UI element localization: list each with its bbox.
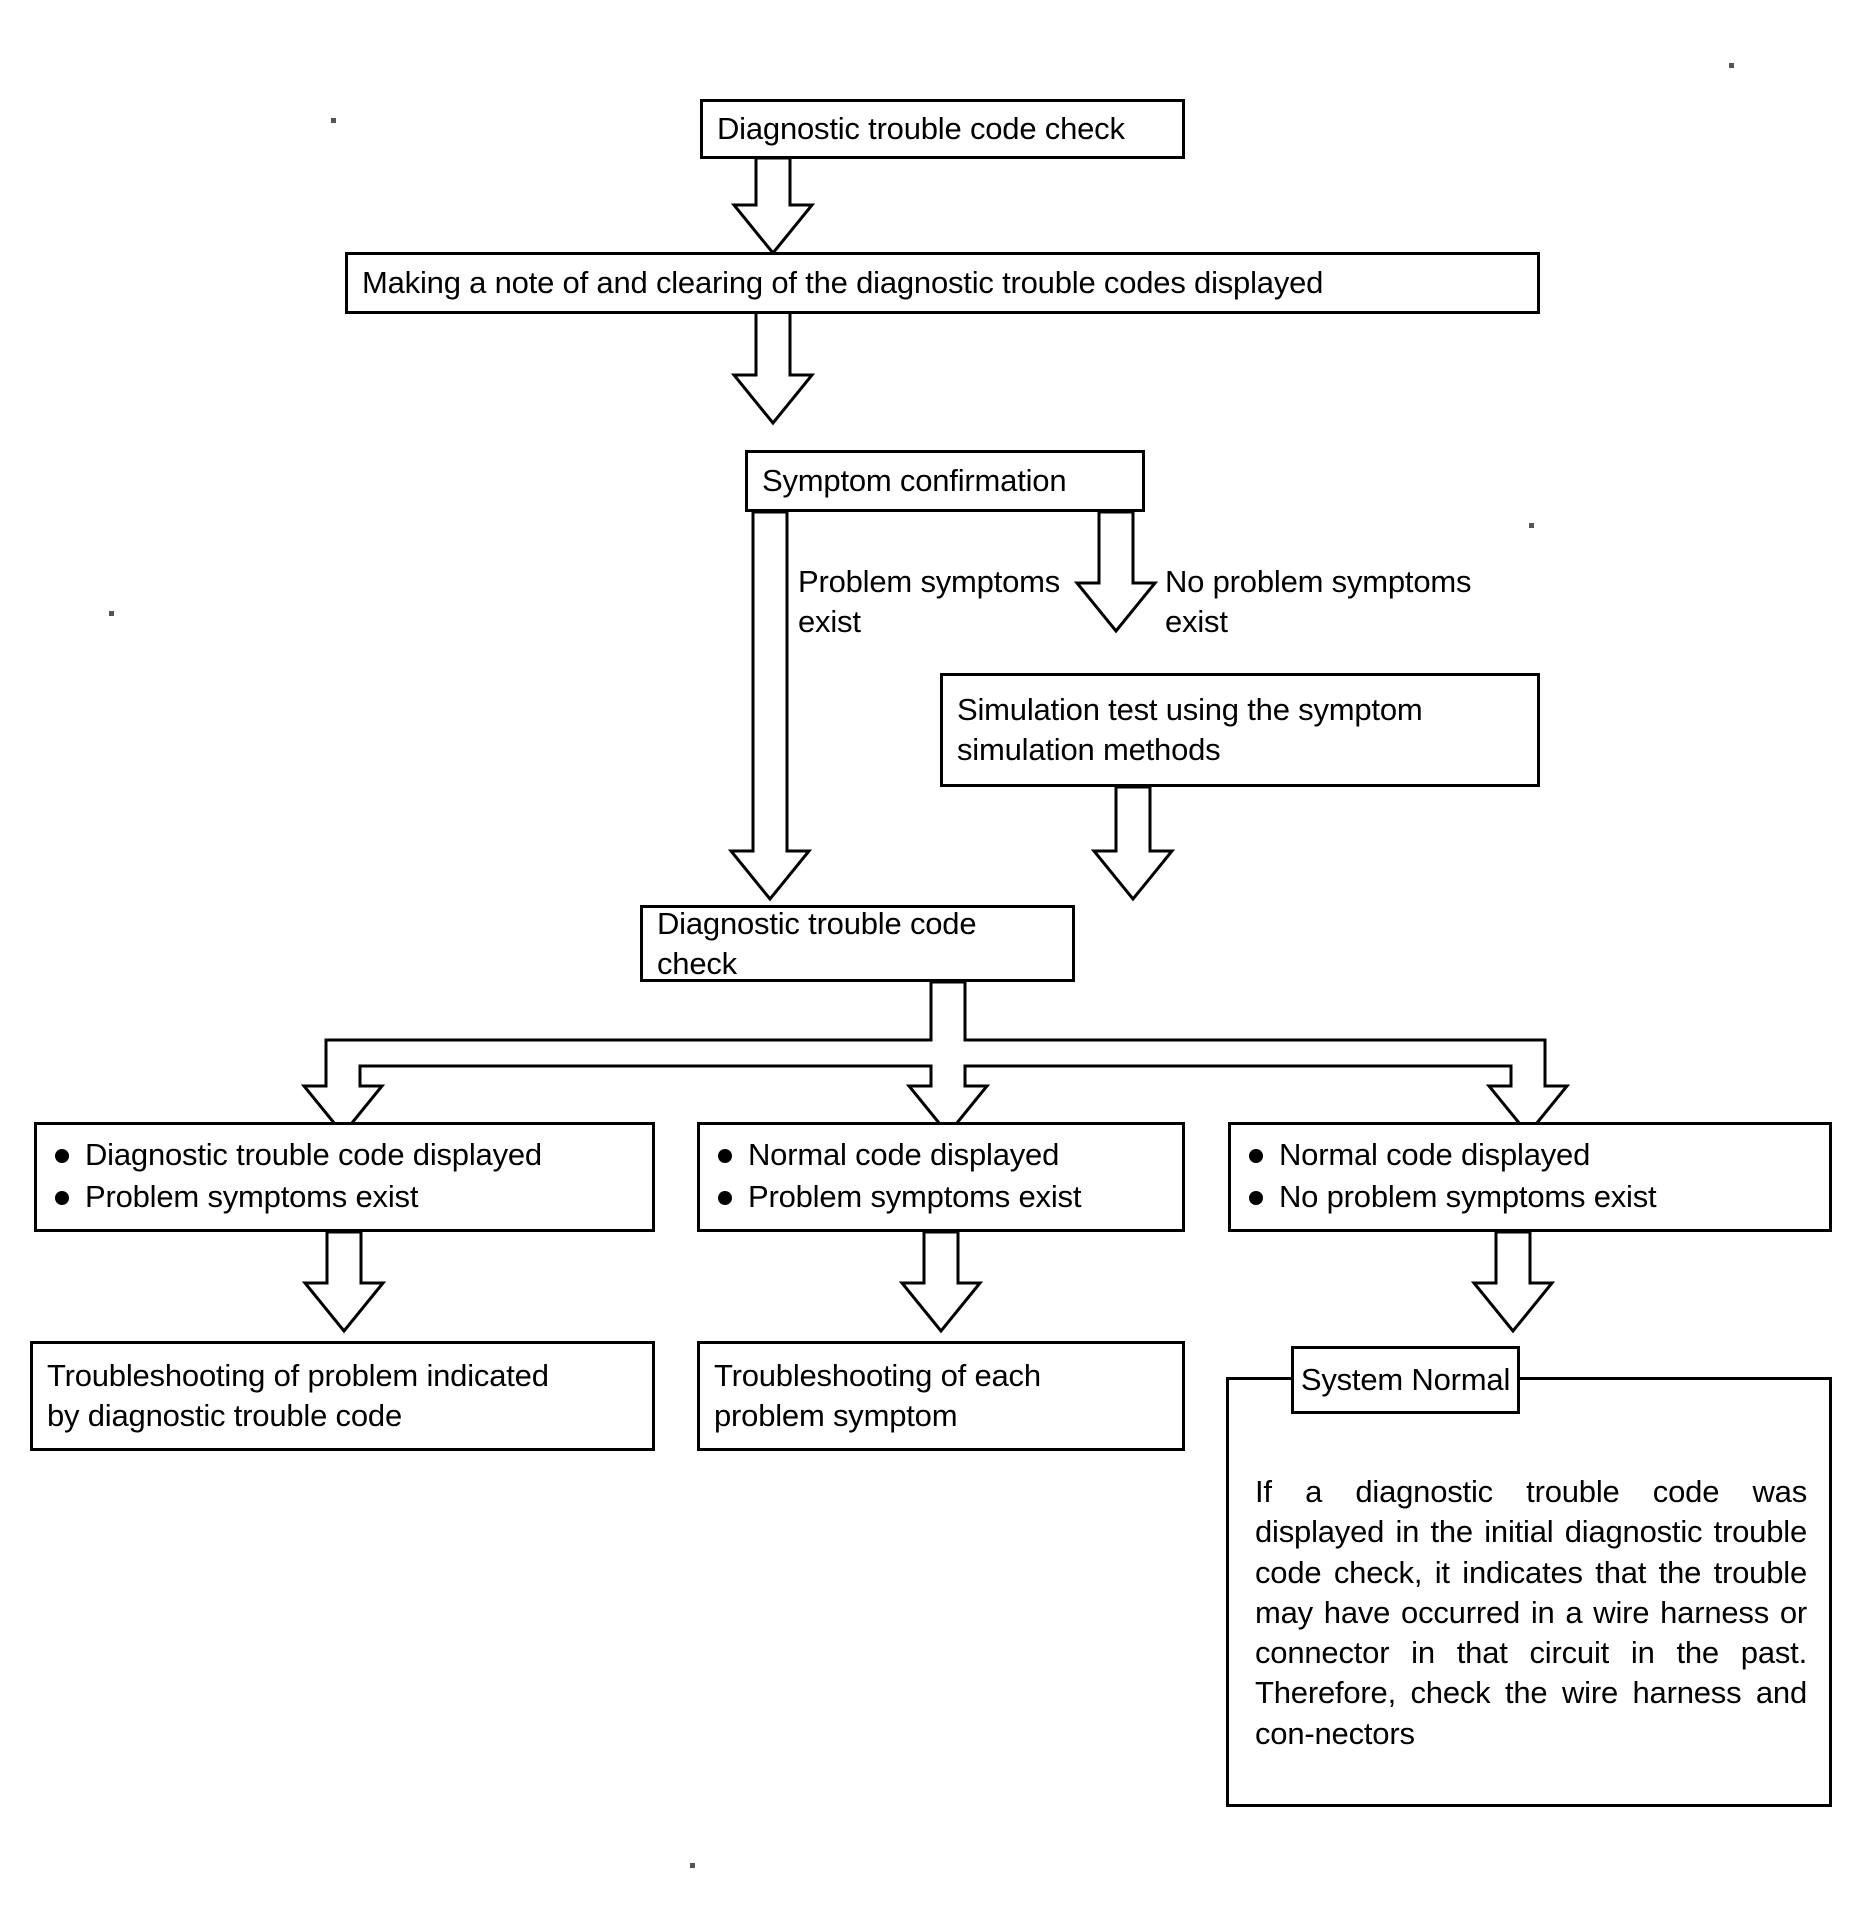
- node-action-left: Troubleshooting of problem indicated by …: [30, 1341, 655, 1451]
- node-recheck-codes-label: Diagnostic trouble code check: [657, 905, 977, 981]
- node-system-normal: If a diagnostic trouble code was display…: [1226, 1377, 1832, 1807]
- node-recheck-codes: Diagnostic trouble code check: [640, 905, 1075, 982]
- scan-speckle: [1529, 523, 1534, 528]
- node-start-label: Diagnostic trouble code check: [717, 111, 1125, 147]
- list-item: Problem symptoms exist: [51, 1177, 638, 1217]
- node-action-mid-line2: problem symptom: [714, 1398, 958, 1433]
- scan-speckle: [1729, 63, 1734, 68]
- node-system-normal-tab-label: System Normal: [1300, 1362, 1511, 1397]
- node-clear-codes: Making a note of and clearing of the dia…: [345, 252, 1540, 314]
- arrow-symptom-right-to-simulation: [1073, 510, 1159, 634]
- node-simulation-test-line2: simulation methods: [957, 732, 1221, 767]
- node-action-mid: Troubleshooting of each problem symptom: [697, 1341, 1185, 1451]
- arrow-simulation-to-recheck: [1090, 785, 1176, 902]
- list-item: Normal code displayed: [1245, 1135, 1815, 1175]
- node-action-left-line1: Troubleshooting of problem indicated: [47, 1358, 549, 1394]
- node-action-mid-line1: Troubleshooting of each: [714, 1358, 1041, 1394]
- list-item: Diagnostic trouble code displayed: [51, 1135, 638, 1175]
- node-system-normal-tab: System Normal: [1291, 1346, 1520, 1414]
- node-result-right-bullets: Normal code displayed No problem symptom…: [1231, 1135, 1829, 1218]
- arrow-result-left-to-action-left: [301, 1230, 387, 1334]
- edge-label-problem-symptoms-exist: Problem symptoms exist: [798, 564, 1061, 639]
- node-result-mid: Normal code displayed Problem symptoms e…: [697, 1122, 1185, 1232]
- node-result-mid-bullets: Normal code displayed Problem symptoms e…: [700, 1135, 1182, 1218]
- scan-speckle: [331, 118, 336, 123]
- list-item: Normal code displayed: [714, 1135, 1168, 1175]
- node-system-normal-body: If a diagnostic trouble code was display…: [1255, 1474, 1807, 1751]
- arrow-start-to-clear: [730, 156, 816, 256]
- node-result-left-bullets: Diagnostic trouble code displayed Proble…: [37, 1135, 652, 1218]
- list-item: Problem symptoms exist: [714, 1177, 1168, 1217]
- node-clear-codes-label: Making a note of and clearing of the dia…: [362, 265, 1324, 301]
- node-result-right: Normal code displayed No problem symptom…: [1228, 1122, 1832, 1232]
- arrow-result-right-to-system-normal: [1470, 1230, 1556, 1334]
- node-simulation-test-line1: Simulation test using the symptom: [957, 692, 1423, 728]
- node-symptom-confirmation-label: Symptom confirmation: [762, 463, 1067, 499]
- edge-label-no-problem-symptoms-exist: No problem symptoms exist: [1165, 564, 1472, 639]
- scan-speckle: [109, 611, 114, 616]
- node-start: Diagnostic trouble code check: [700, 99, 1185, 159]
- list-item: No problem symptoms exist: [1245, 1177, 1815, 1217]
- scan-speckle: [690, 1863, 695, 1868]
- arrow-clear-to-symptom: [730, 310, 816, 426]
- node-symptom-confirmation: Symptom confirmation: [745, 450, 1145, 512]
- node-result-left: Diagnostic trouble code displayed Proble…: [34, 1122, 655, 1232]
- arrow-result-mid-to-action-mid: [898, 1230, 984, 1334]
- node-action-left-line2: by diagnostic trouble code: [47, 1398, 402, 1433]
- arrow-recheck-fork-three-ways: [300, 980, 1571, 1137]
- node-simulation-test: Simulation test using the symptom simula…: [940, 673, 1540, 787]
